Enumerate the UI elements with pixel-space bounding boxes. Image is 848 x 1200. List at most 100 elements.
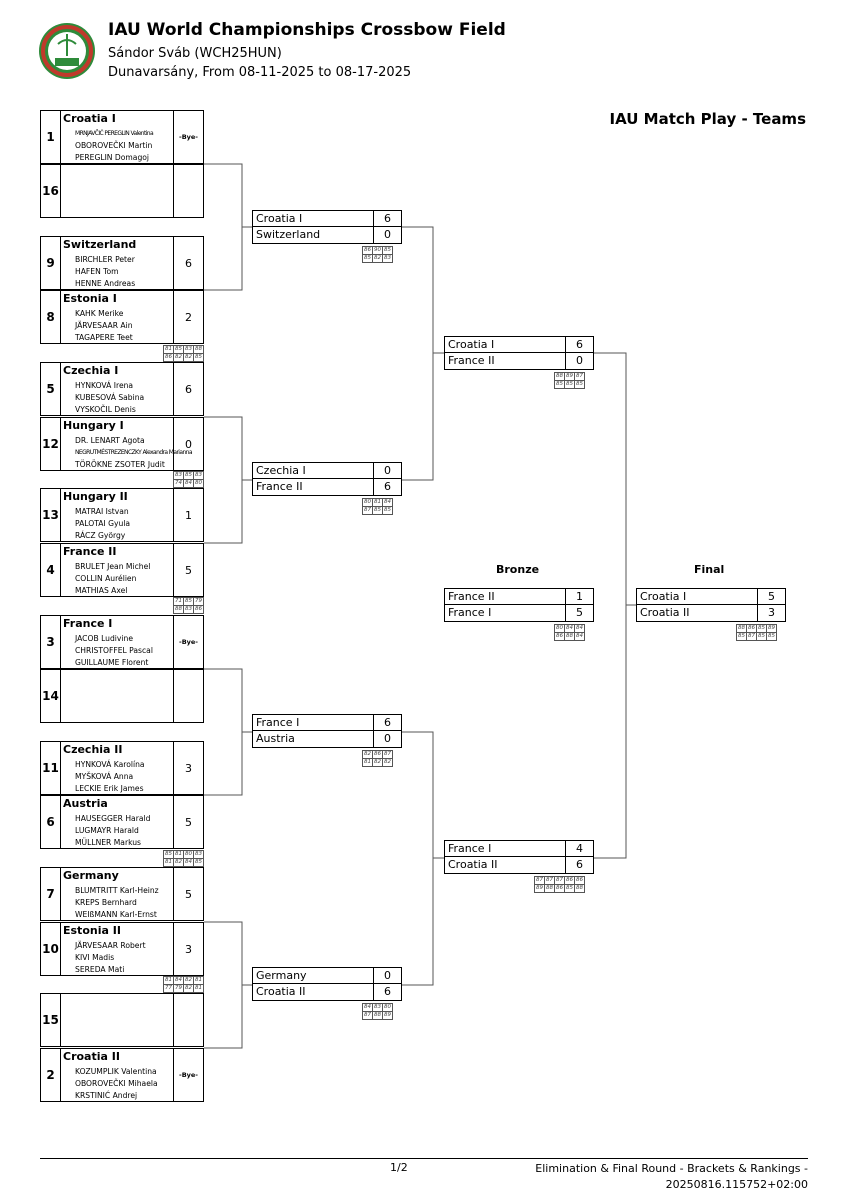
set-score: 83 <box>193 850 204 859</box>
member-name: NEGRUTMÉSTREZENCZKY Alexandra Marianna <box>75 449 193 456</box>
team-score: 6 <box>173 363 203 415</box>
member-name: HAFEN Tom <box>75 267 119 276</box>
set-score: 84 <box>183 858 194 867</box>
member-name: PALOTAI Gyula <box>75 519 131 528</box>
set-score: 84 <box>183 479 194 488</box>
match-team-name: France II <box>448 354 495 367</box>
set-score: 84 <box>574 632 585 641</box>
member-name: CHRISTOFFEL Pascal <box>75 646 153 655</box>
event-subtitle: Sándor Sváb (WCH25HUN) <box>108 46 282 61</box>
match-team-name: France II <box>448 590 495 603</box>
seed-number: 8 <box>41 291 61 343</box>
match-team-name: Croatia II <box>256 985 306 998</box>
match-team-score: 6 <box>373 715 401 730</box>
member-name: OBOROVEČKI Martin <box>75 141 153 150</box>
seed-number: 7 <box>41 868 61 920</box>
seed-number: 5 <box>41 363 61 415</box>
set-score: 86 <box>554 632 565 641</box>
member-name: KRSTINIĆ Andrej <box>75 1091 138 1100</box>
set-score: 83 <box>382 254 393 263</box>
team-score <box>173 670 203 722</box>
seed-number: 6 <box>41 796 61 848</box>
set-score: 85 <box>173 345 184 354</box>
set-score: 85 <box>183 471 194 480</box>
match-team-score: 0 <box>565 353 593 369</box>
set-score: 79 <box>193 597 204 606</box>
seed-number: 10 <box>41 923 61 975</box>
set-score: 89 <box>382 1011 393 1020</box>
match-team-score: 5 <box>565 605 593 621</box>
set-score: 87 <box>534 876 545 885</box>
footer-divider <box>40 1158 808 1159</box>
member-name: MRNJAVČIĆ PEREGLIN Valentina <box>75 130 154 137</box>
seed-number: 1 <box>41 111 61 163</box>
set-score: 81 <box>163 858 174 867</box>
member-name: BRULET Jean Michel <box>75 562 151 571</box>
team-score: 3 <box>173 742 203 794</box>
set-score: 71 <box>173 597 184 606</box>
member-name: BIRCHLER Peter <box>75 255 135 264</box>
set-score: 85 <box>736 632 747 641</box>
set-score: 84 <box>173 976 184 985</box>
member-name: TÖRÖKNE ZSOTER Judit <box>75 460 165 469</box>
set-score: 90 <box>372 246 383 255</box>
match-team-name: Croatia II <box>448 858 498 871</box>
team-name: France II <box>63 545 117 558</box>
set-score: 84 <box>574 624 585 633</box>
match-team-name: Croatia I <box>640 590 687 603</box>
set-score: 85 <box>372 506 383 515</box>
set-score: 88 <box>574 884 585 893</box>
member-name: HENNE Andreas <box>75 279 136 288</box>
team-name: Estonia II <box>63 924 121 937</box>
set-score: 85 <box>193 858 204 867</box>
set-score: 87 <box>554 876 565 885</box>
match-team-name: France II <box>256 480 303 493</box>
set-score: 84 <box>564 624 575 633</box>
set-score: 87 <box>362 1011 373 1020</box>
championship-logo <box>39 23 95 79</box>
set-score: 82 <box>362 750 373 759</box>
member-name: KIVI Madis <box>75 953 115 962</box>
set-score: 85 <box>756 632 767 641</box>
set-score: 80 <box>183 850 194 859</box>
set-score: 85 <box>382 246 393 255</box>
seed-number: 2 <box>41 1049 61 1101</box>
set-score: 85 <box>574 380 585 389</box>
page-title: IAU World Championships Crossbow Field <box>108 20 506 40</box>
footer-info-line2: 20250816.115752+02:00 <box>665 1178 808 1191</box>
set-score: 87 <box>544 876 555 885</box>
set-score: 81 <box>193 984 204 993</box>
team-score: 5 <box>173 544 203 596</box>
member-name: JACOB Ludivine <box>75 634 133 643</box>
seed-number: 14 <box>41 670 61 722</box>
set-score: 83 <box>372 1003 383 1012</box>
set-score: 87 <box>746 632 757 641</box>
match-team-name: Croatia I <box>448 338 495 351</box>
set-score: 86 <box>746 624 757 633</box>
set-score: 86 <box>372 750 383 759</box>
set-score: 82 <box>382 758 393 767</box>
